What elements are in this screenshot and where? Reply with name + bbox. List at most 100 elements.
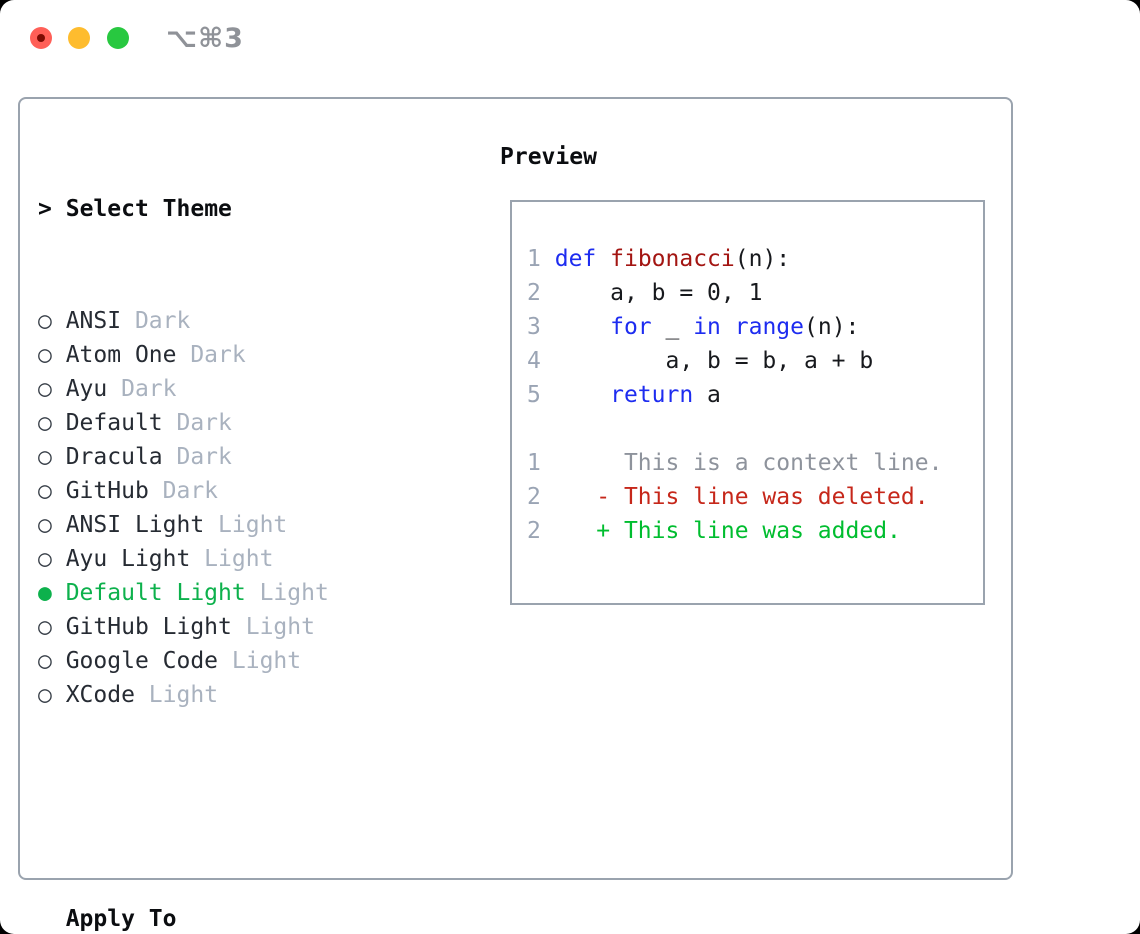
theme-option-default[interactable]: ○ Default Dark [38, 406, 426, 440]
line-number: 2 [527, 484, 541, 510]
code-token-keyword: for [610, 314, 652, 340]
code-token-deleted: - This line was deleted. [540, 484, 929, 510]
radio-unselected-icon: ○ [38, 342, 66, 368]
theme-option-ansi-label: ANSI [65, 308, 122, 334]
theme-variant-label: Light [204, 512, 288, 538]
theme-option-atom-one[interactable]: ○ Atom One Dark [38, 338, 426, 372]
theme-variant-label: Light [231, 614, 315, 640]
radio-unselected-icon: ○ [38, 682, 66, 708]
line-number: 5 [527, 382, 541, 408]
code-line: 2 - This line was deleted. [527, 480, 983, 514]
radio-unselected-icon: ○ [38, 478, 66, 504]
theme-option-dracula-label: Dracula [65, 444, 163, 470]
theme-option-default-label: Default [65, 410, 163, 436]
code-line: 1 This is a context line. [527, 446, 983, 480]
theme-variant-label: Light [245, 580, 329, 606]
code-token-plain [541, 314, 610, 340]
theme-option-atom-one-label: Atom One [65, 342, 177, 368]
theme-option-xcode-label: XCode [65, 682, 135, 708]
apply-to-header: Apply To [38, 902, 426, 934]
spacer-row [38, 790, 426, 824]
code-token-plain [541, 382, 610, 408]
minimize-button-icon[interactable] [68, 27, 90, 49]
theme-variant-label: Dark [121, 308, 191, 334]
theme-variant-label: Dark [162, 410, 232, 436]
radio-unselected-icon: ○ [38, 512, 66, 538]
theme-variant-label: Dark [176, 342, 246, 368]
code-token-plain: a, b = 0, 1 [540, 280, 763, 306]
line-number: 2 [527, 280, 541, 306]
theme-option-ayu-light[interactable]: ○ Ayu Light Light [38, 542, 426, 576]
theme-option-github-light[interactable]: ○ GitHub Light Light [38, 610, 426, 644]
theme-option-xcode[interactable]: ○ XCode Light [38, 678, 426, 712]
theme-list: ○ ANSI Dark○ Atom One Dark○ Ayu Dark○ De… [38, 304, 426, 712]
theme-option-ayu-light-label: Ayu Light [65, 546, 191, 572]
prompt-icon: > [38, 196, 52, 222]
code-line: 3 for _ in range(n): [527, 310, 983, 344]
select-theme-header: > Select Theme [38, 192, 426, 226]
code-line [527, 412, 983, 446]
theme-option-default-light-label: Default Light [65, 580, 246, 606]
radio-unselected-icon: ○ [38, 546, 66, 572]
title-bar: ⌥⌘3 [0, 0, 1140, 76]
code-token-plain [721, 314, 735, 340]
radio-unselected-icon: ○ [38, 614, 66, 640]
theme-option-default-light[interactable]: ● Default Light Light [38, 576, 426, 610]
line-number: 1 [527, 450, 541, 476]
theme-variant-label: Dark [148, 478, 219, 504]
radio-unselected-icon: ○ [38, 410, 66, 436]
code-token-keyword: range [734, 314, 805, 340]
code-token-added: + This line was added. [540, 518, 901, 544]
radio-unselected-icon: ○ [38, 376, 66, 402]
code-token-plain: a, b = b, a + b [540, 348, 874, 374]
code-line: 4 a, b = b, a + b [527, 344, 983, 378]
theme-option-ansi-light[interactable]: ○ ANSI Light Light [38, 508, 426, 542]
window-title: ⌥⌘3 [166, 23, 244, 54]
code-line: 2 + This line was added. [527, 514, 983, 548]
theme-selector-panel: > Select Theme ○ ANSI Dark○ Atom One Dar… [18, 97, 1013, 932]
theme-option-google-code-label: Google Code [65, 648, 219, 674]
theme-variant-label: Dark [107, 376, 177, 402]
theme-variant-label: Light [134, 682, 219, 708]
radio-unselected-icon: ○ [38, 648, 66, 674]
line-number: 3 [527, 314, 541, 340]
theme-option-ansi[interactable]: ○ ANSI Dark [38, 304, 426, 338]
theme-variant-label: Dark [162, 444, 232, 470]
theme-option-google-code[interactable]: ○ Google Code Light [38, 644, 426, 678]
code-token-plain: (n): [734, 246, 791, 272]
code-token-keyword: in [693, 314, 721, 340]
code-token-plain [541, 246, 555, 272]
code-token-plain: a [693, 382, 721, 408]
theme-list-column: > Select Theme ○ ANSI Dark○ Atom One Dar… [38, 140, 426, 934]
radio-selected-icon: ● [38, 580, 66, 606]
line-number: 1 [527, 246, 541, 272]
code-line: 1 def fibonacci(n): [527, 242, 983, 276]
code-token-keyword: return [610, 382, 694, 408]
line-number: 4 [527, 348, 541, 374]
theme-option-github-light-label: GitHub Light [65, 614, 232, 640]
close-button-icon[interactable] [30, 27, 52, 49]
radio-unselected-icon: ○ [38, 308, 66, 334]
apply-to-header-label: Apply To [65, 906, 177, 932]
theme-option-github-label: GitHub [65, 478, 149, 504]
theme-option-ansi-light-label: ANSI Light [65, 512, 205, 538]
theme-option-ayu[interactable]: ○ Ayu Dark [38, 372, 426, 406]
code-token-plain: (n): [804, 314, 860, 340]
theme-option-dracula[interactable]: ○ Dracula Dark [38, 440, 426, 474]
theme-variant-label: Light [190, 546, 274, 572]
code-line: 2 a, b = 0, 1 [527, 276, 983, 310]
preview-header-label: Preview [500, 144, 597, 170]
zoom-button-icon[interactable] [107, 27, 129, 49]
radio-unselected-icon: ○ [38, 444, 66, 470]
code-token-function: fibonacci [610, 246, 735, 272]
theme-option-ayu-label: Ayu [65, 376, 108, 402]
code-token-keyword: def [554, 246, 597, 272]
theme-option-github[interactable]: ○ GitHub Dark [38, 474, 426, 508]
code-token-context: This is a context line. [540, 450, 943, 476]
code-token-plain: _ [651, 314, 694, 340]
line-number [527, 416, 541, 442]
select-theme-header-label: Select Theme [65, 196, 232, 222]
